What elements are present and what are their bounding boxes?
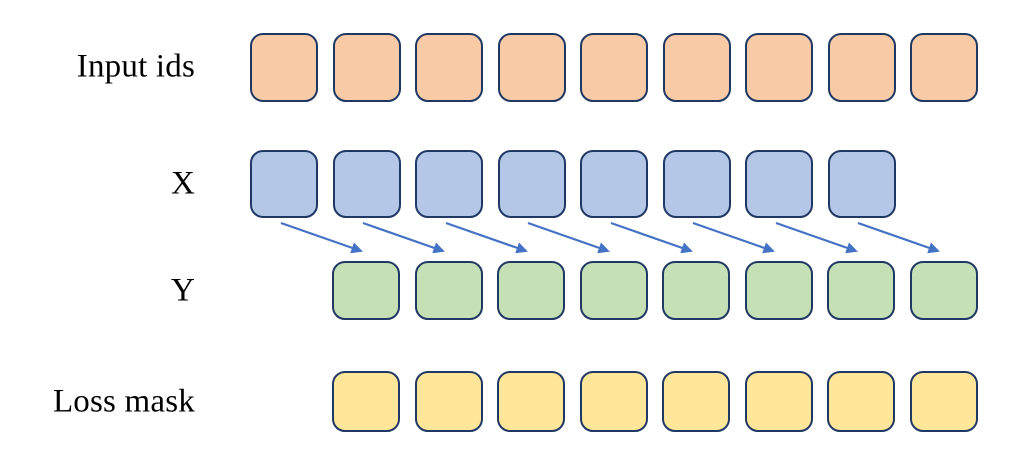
token-box (744, 261, 813, 320)
token-box (332, 33, 401, 102)
token-box (497, 371, 565, 432)
token-box (910, 33, 978, 102)
token-box (415, 33, 483, 102)
token-box (744, 371, 813, 432)
token-row-x (250, 150, 896, 218)
row-label-x: X (170, 165, 195, 202)
token-box (662, 261, 730, 320)
row-label-loss-mask: Loss mask (52, 383, 195, 420)
shift-arrow (527, 221, 610, 254)
token-box (909, 261, 978, 320)
token-box (827, 33, 896, 102)
token-box (662, 33, 731, 102)
token-box (332, 261, 400, 320)
token-box (332, 150, 401, 218)
shift-arrow (280, 221, 363, 254)
token-box (580, 150, 648, 218)
token-box (497, 150, 566, 218)
shift-arrow (692, 221, 775, 254)
token-box (250, 33, 318, 102)
token-box (909, 371, 978, 432)
token-box (662, 371, 730, 432)
token-box (579, 371, 648, 432)
shift-arrow (445, 221, 528, 254)
token-box (745, 150, 813, 218)
token-box (497, 261, 565, 320)
token-box (414, 371, 483, 432)
row-label-y: Y (170, 272, 195, 309)
token-row-input-ids (250, 33, 978, 102)
shift-arrow (775, 221, 858, 254)
token-box (745, 33, 813, 102)
token-box (827, 150, 896, 218)
token-row-y (332, 261, 978, 320)
row-label-input-ids: Input ids (76, 48, 195, 85)
token-box (827, 371, 895, 432)
token-box (662, 150, 731, 218)
token-row-loss-mask (332, 371, 978, 432)
token-box (332, 371, 400, 432)
token-box (580, 33, 648, 102)
token-box (827, 261, 895, 320)
token-box (414, 261, 483, 320)
token-box (497, 33, 566, 102)
shift-arrow (362, 221, 445, 254)
shift-arrow (857, 221, 940, 254)
token-box (415, 150, 483, 218)
shift-arrow (610, 221, 693, 254)
token-box (250, 150, 318, 218)
token-box (579, 261, 648, 320)
